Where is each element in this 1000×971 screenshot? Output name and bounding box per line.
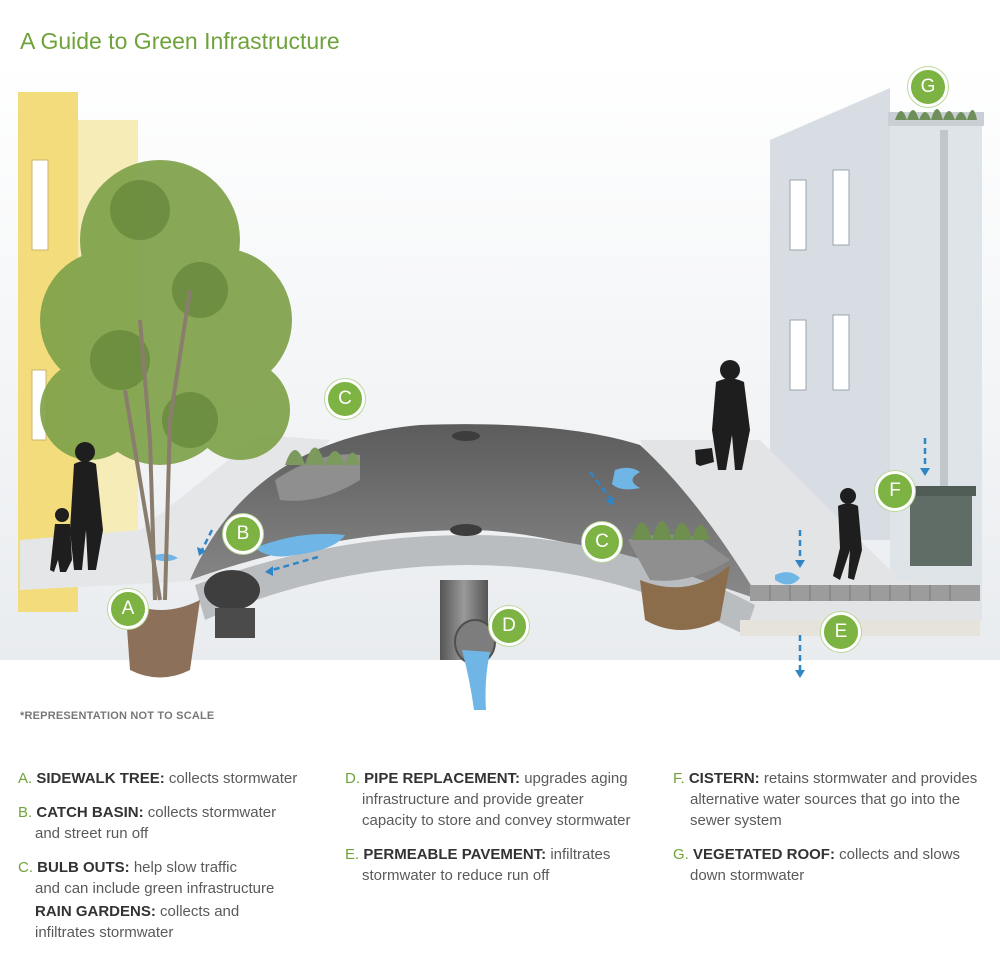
legend-column-2: D. PIPE REPLACEMENT: upgrades aging infr…	[345, 768, 655, 899]
left-bulb-out-planter	[275, 447, 360, 501]
page-title: A Guide to Green Infrastructure	[20, 28, 340, 54]
badge-b: B	[223, 514, 263, 554]
legend-item-d: D. PIPE REPLACEMENT: upgrades aging infr…	[345, 770, 631, 829]
cistern	[906, 486, 976, 566]
badge-e: E	[821, 612, 861, 652]
man-with-dog-silhouette	[695, 360, 750, 470]
sidewalk-tree	[40, 160, 292, 678]
legend-item-a: A. SIDEWALK TREE: collects stormwater	[18, 770, 298, 787]
badge-c-right: C	[582, 522, 622, 562]
badge-f: F	[875, 471, 915, 511]
legend-item-c: C. BULB OUTS: help slow traffic and can …	[18, 859, 275, 897]
legend-item-f: F. CISTERN: retains stormwater and provi…	[673, 770, 978, 829]
girl-silhouette	[833, 488, 862, 580]
scale-note: *REPRESENTATION NOT TO SCALE	[20, 710, 215, 722]
badge-a: A	[108, 589, 148, 629]
legend-item-b: B. CATCH BASIN: collects stormwater and …	[18, 804, 277, 842]
legend-item-e: E. PERMEABLE PAVEMENT: infiltrates storm…	[345, 846, 611, 884]
badge-d: D	[489, 606, 529, 646]
green-infrastructure-illustration	[0, 60, 1000, 710]
badge-g: G	[908, 67, 948, 107]
adult-with-child-silhouette	[50, 442, 103, 572]
right-building	[770, 88, 984, 620]
legend-column-1: A. SIDEWALK TREE: collects stormwater B.…	[18, 768, 318, 956]
legend-item-rain-gardens: RAIN GARDENS: collects and infiltrates s…	[35, 903, 240, 941]
right-bulb-out-planter	[628, 521, 730, 630]
legend-item-g: G. VEGETATED ROOF: collects and slows do…	[673, 846, 961, 884]
legend-column-3: F. CISTERN: retains stormwater and provi…	[673, 768, 993, 899]
badge-c-left: C	[325, 379, 365, 419]
